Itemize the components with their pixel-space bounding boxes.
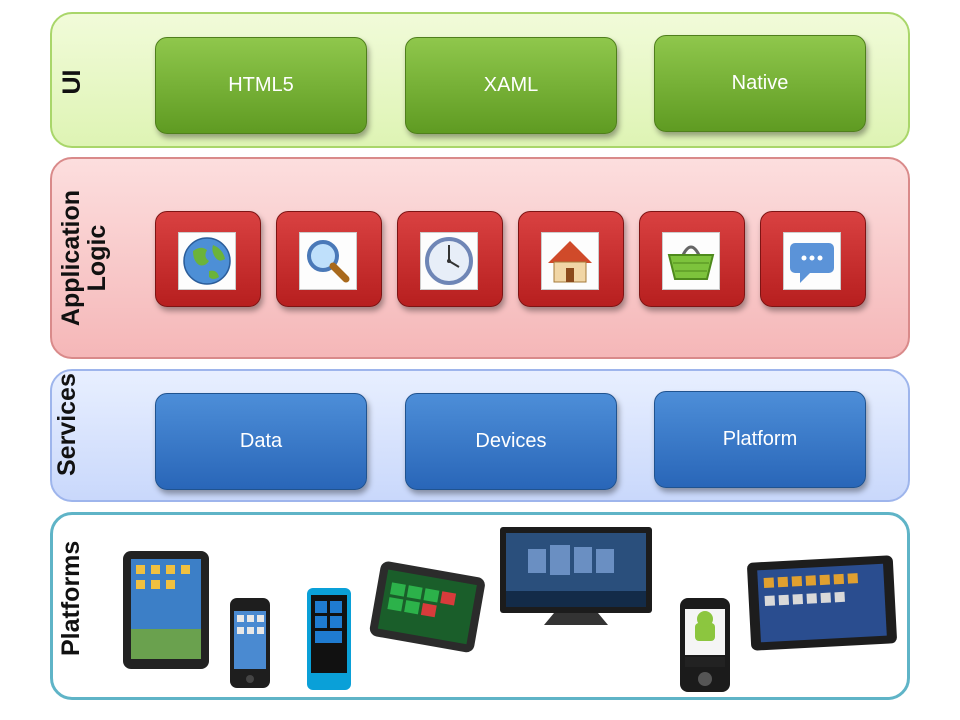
ui-layer-label: UI <box>58 69 86 95</box>
ipad-image <box>121 549 211 671</box>
platform-label: Platform <box>722 428 798 450</box>
globe-icon <box>178 232 236 290</box>
application-logic-layer: Application Logic <box>50 157 910 359</box>
xaml-box: XAML <box>405 37 617 134</box>
chat-tile <box>760 211 866 307</box>
application-logic-label: Application Logic <box>57 178 111 338</box>
android-phone-image <box>679 597 731 693</box>
iphone-image <box>229 597 271 689</box>
ui-layer: UI HTML5 XAML Native <box>50 12 910 148</box>
data-box: Data <box>155 393 367 490</box>
platforms-layer: Platforms <box>50 512 910 700</box>
chat-icon <box>783 232 841 290</box>
html5-label: HTML5 <box>228 74 294 96</box>
xaml-label: XAML <box>483 74 539 96</box>
logic-label-line: Logic <box>83 224 111 292</box>
platforms-layer-label: Platforms <box>57 540 85 656</box>
globe-tile <box>155 211 261 307</box>
windows-phone-image <box>306 587 352 691</box>
platform-box: Platform <box>654 391 866 488</box>
tv-image <box>498 525 654 629</box>
devices-label: Devices <box>475 430 547 452</box>
services-layer: Services Data Devices Platform <box>50 369 910 502</box>
magnifier-icon <box>299 232 357 290</box>
home-icon <box>541 232 599 290</box>
native-label: Native <box>731 72 789 94</box>
data-label: Data <box>239 430 283 452</box>
android-tablet-image <box>745 553 899 653</box>
basket-icon <box>662 232 720 290</box>
application-label-line: Application <box>57 189 85 327</box>
clock-tile <box>397 211 503 307</box>
clock-icon <box>420 232 478 290</box>
devices-box: Devices <box>405 393 617 490</box>
search-tile <box>276 211 382 307</box>
html5-box: HTML5 <box>155 37 367 134</box>
windows-tablet-image <box>368 561 488 657</box>
services-layer-label: Services <box>53 373 81 476</box>
native-box: Native <box>654 35 866 132</box>
home-tile <box>518 211 624 307</box>
basket-tile <box>639 211 745 307</box>
